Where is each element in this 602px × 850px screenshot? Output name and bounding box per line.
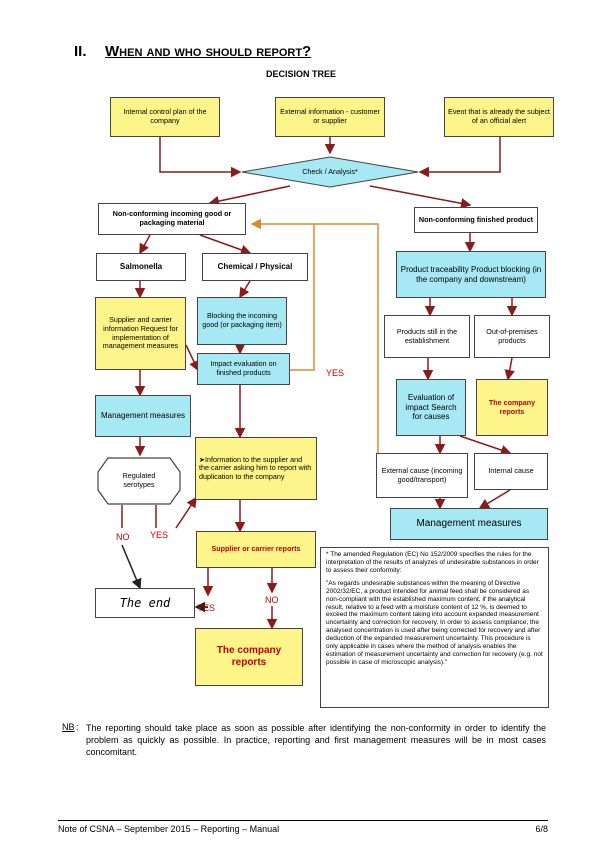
footer-left-text: Note of CSNA – September 2015 – Reportin… [58, 824, 280, 834]
salmonella-box: Salmonella [96, 253, 186, 281]
supplier-carrier-reports-box: Supplier or carrier reports [196, 531, 316, 568]
no-label-bottom: NO [265, 595, 279, 605]
company-reports-left-box: The company reports [195, 628, 303, 686]
external-cause-box: External cause (incoming good/transport) [376, 453, 468, 498]
evaluation-of-impact-box: Evaluation of impact Search for causes [396, 379, 466, 436]
out-of-premises-products-box: Out-of-premises products [474, 315, 550, 358]
footnote-box: * The amended Regulation (EC) No 152/200… [320, 547, 549, 708]
footnote-paragraph-1: * The amended Regulation (EC) No 152/200… [326, 551, 539, 574]
management-measures-right-box: Management measures [390, 508, 548, 540]
section-number: II. [74, 43, 87, 60]
product-traceability-box: Product traceability Product blocking (i… [396, 251, 546, 298]
chemical-physical-box: Chemical / Physical [202, 253, 308, 281]
check-analysis-diamond: Check / Analysis* [302, 166, 358, 176]
management-measures-left-box: Management measures [95, 395, 191, 437]
diagram-subtitle: DECISION TREE [265, 69, 336, 79]
footnote-paragraph-2: "As regards undesirable substances withi… [326, 579, 543, 666]
footer-page-number: 6/8 [535, 824, 548, 834]
external-information-box: External information - customer or suppl… [275, 97, 385, 137]
non-conforming-incoming-box: Non-conforming incoming good or packagin… [98, 203, 246, 235]
footer-rule [58, 820, 548, 821]
company-reports-right-box: The company reports [476, 379, 548, 436]
supplier-carrier-information-box: Supplier and carrier information Request… [95, 297, 186, 370]
the-end-box: The end [95, 588, 195, 618]
nb-label: NB [62, 722, 75, 732]
blocking-incoming-good-box: Blocking the incoming good (or packaging… [197, 297, 287, 345]
internal-control-plan-box: Internal control plan of the company [110, 97, 220, 137]
no-label-left: NO [116, 532, 130, 542]
yes-label-center: YES [326, 368, 345, 378]
yes-label-bottom: YES [197, 603, 216, 613]
internal-cause-box: Internal cause [474, 453, 548, 490]
nb-text: The reporting should take place as soon … [86, 723, 546, 758]
impact-evaluation-box: Impact evaluation on finished products [197, 353, 290, 385]
nb-colon: : [76, 722, 79, 732]
products-still-in-establishment-box: Products still in the establishment [384, 315, 470, 358]
yes-label-left: YES [150, 530, 169, 540]
information-to-supplier-box: ➤Information to the supplier and the car… [195, 437, 317, 500]
regulated-serotypes-octagon: Regulated serotypes [122, 471, 156, 489]
official-alert-box: Event that is already the subject of an … [444, 97, 554, 137]
section-title: When and who should report? [105, 43, 312, 60]
non-conforming-finished-box: Non-conforming finished product [414, 207, 538, 233]
